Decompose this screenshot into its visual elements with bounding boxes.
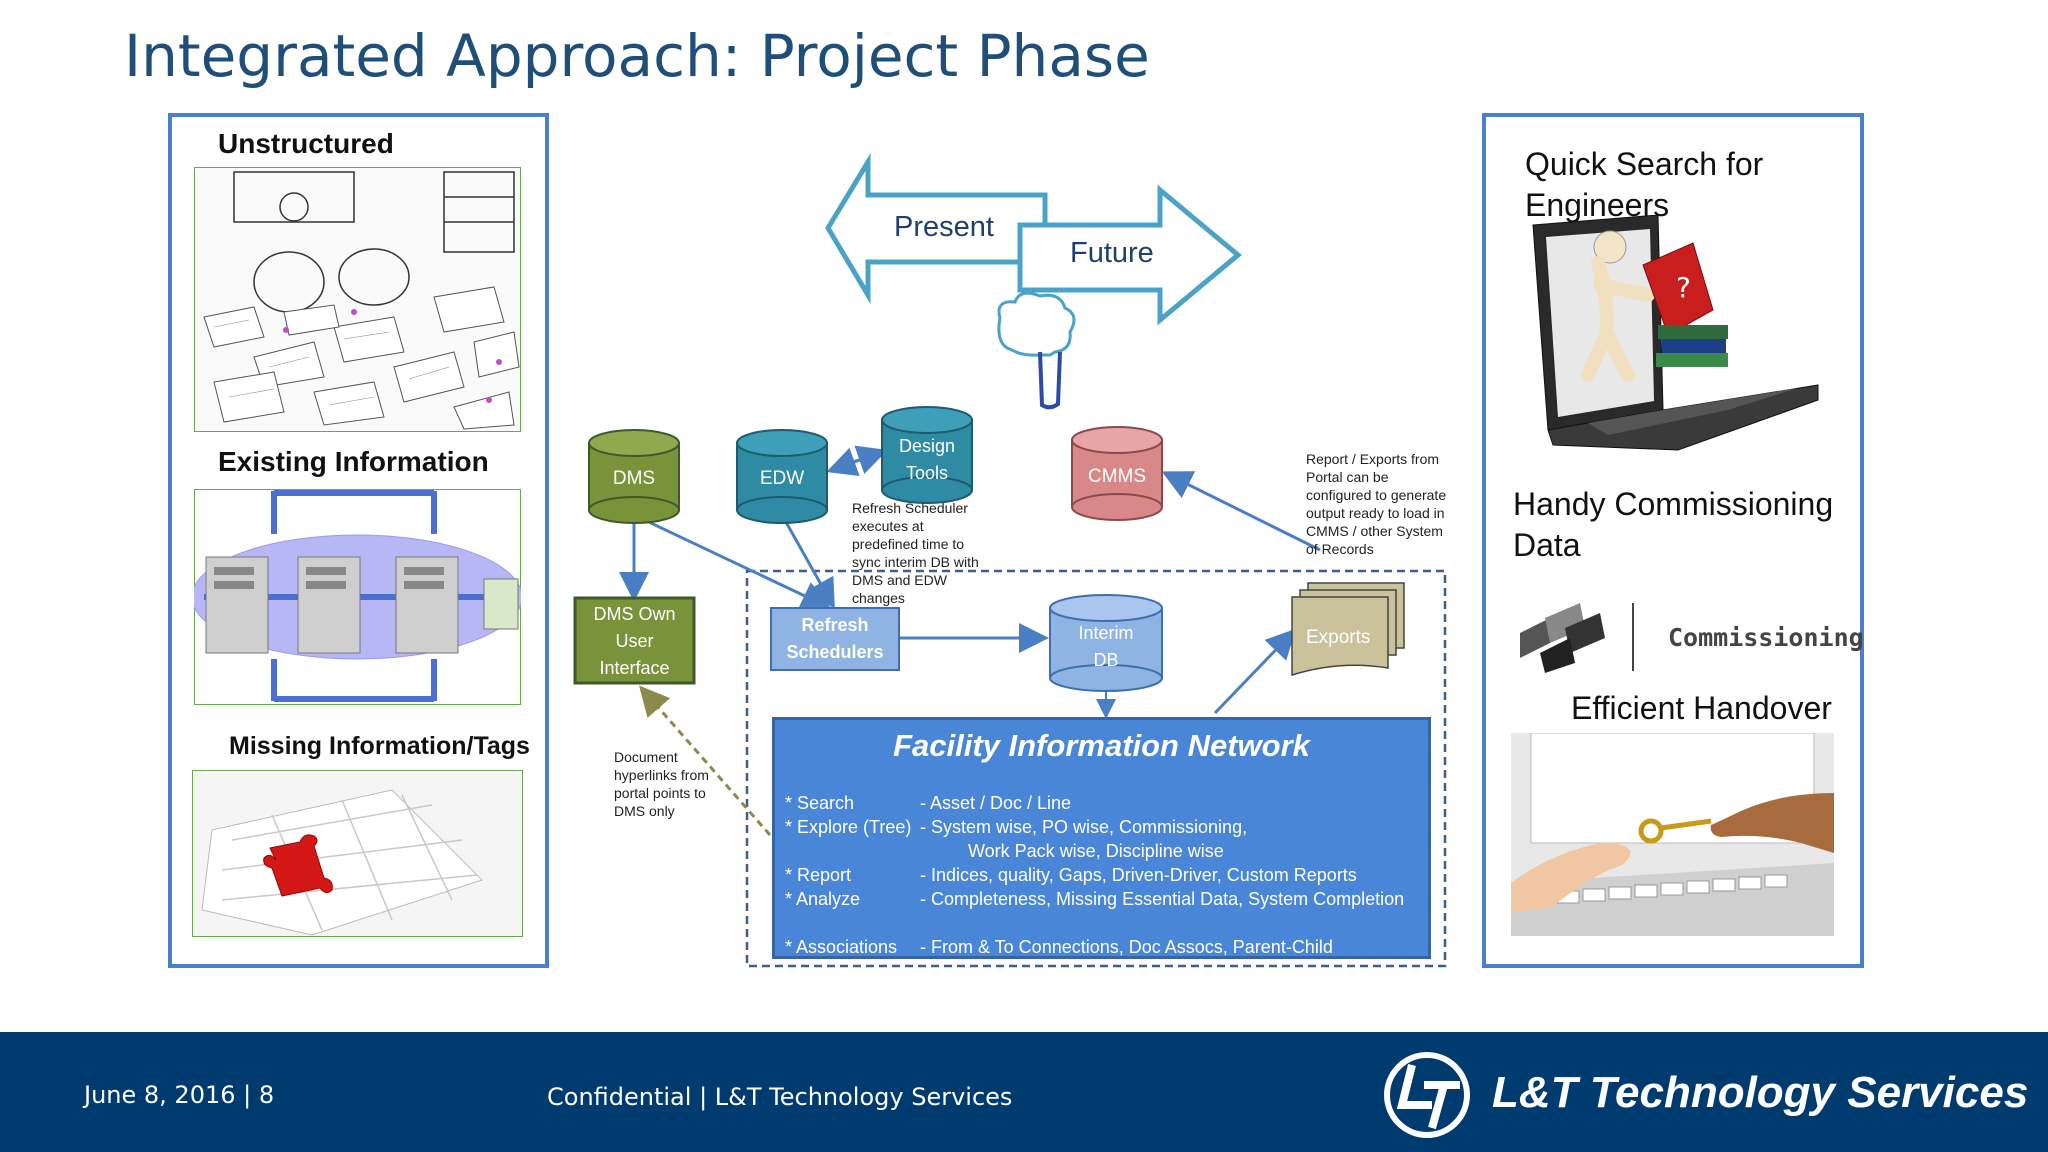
refresh-schedulers-box (770, 607, 900, 671)
architecture-diagram (573, 153, 1447, 968)
handover-key-image (1511, 733, 1834, 936)
edw-database (736, 429, 828, 524)
refresh-schedulers-label: Refresh Schedulers (786, 615, 884, 662)
facility-information-network-box: Facility Information Network * Search - … (772, 717, 1431, 959)
missing-information-heading: Missing Information/Tags (229, 732, 530, 760)
fin-row-desc: Work Pack wise, Discipline wise (968, 841, 1224, 861)
lt-logo-icon (1384, 1052, 1470, 1138)
unstructured-heading: Unstructured (218, 128, 394, 159)
fin-row-desc: - Indices, quality, Gaps, Driven-Driver,… (920, 865, 1357, 885)
fin-row-desc: - Completeness, Missing Essential Data, … (920, 889, 1405, 909)
fin-row-label: * Report (785, 865, 852, 885)
footer-confidential-label: Confidential (547, 1083, 692, 1111)
fin-row-desc: - From & To Connections, Doc Assocs, Par… (920, 937, 1333, 957)
fin-row-label: * Explore (Tree) (785, 817, 912, 837)
footer-date: June 8, 2016 | 8 (84, 1081, 275, 1109)
fin-title: Facility Information Network (893, 728, 1310, 763)
exports-label: Exports (1306, 627, 1371, 648)
fin-row-label: * Associations (785, 937, 898, 957)
footer-brand: L&T Technology Services (1492, 1068, 2029, 1117)
pointer-hand-icon (997, 291, 1076, 410)
design-tools-database (881, 406, 973, 504)
design-tools-label: Design Tools (898, 436, 956, 483)
messy-office-sketch-image (194, 167, 521, 432)
present-label: Present (894, 211, 994, 243)
interim-db-database (1049, 594, 1163, 692)
refresh-scheduler-note: Refresh Scheduler executes at predefined… (852, 500, 979, 606)
handy-commissioning-heading: Handy Commissioning Data (1513, 486, 1834, 563)
efficient-handover-heading: Efficient Handover (1571, 690, 1832, 726)
cmms-label: CMMS (1087, 466, 1147, 487)
server-network-image (194, 489, 521, 705)
dms-database (588, 429, 680, 524)
edw-label: EDW (759, 468, 805, 489)
footer-confidential: Confidential | L&T Technology Services (547, 1083, 1013, 1111)
laptop-books-image: ? (1532, 215, 1819, 451)
document-hyperlinks-note: Document hyperlinks from portal points t… (614, 749, 709, 819)
commissioning-divider (1632, 603, 1634, 671)
exports-document (1291, 582, 1405, 677)
fin-row-label: * Analyze (785, 889, 861, 909)
cmms-database (1071, 426, 1163, 521)
fin-row-label: * Search (785, 793, 855, 813)
commissioning-label: Commissioning (1668, 623, 1864, 652)
interim-db-label: Interim DB (1078, 623, 1134, 670)
future-label: Future (1070, 237, 1154, 269)
dms-ui-box (573, 596, 696, 685)
puzzle-missing-piece-image (192, 770, 523, 937)
footer-date-value: June 8, 2016 (84, 1081, 236, 1109)
existing-information-heading: Existing Information (218, 446, 489, 477)
commissioning-logo-icon (1520, 603, 1605, 673)
report-exports-note: Report / Exports from Portal can be conf… (1306, 451, 1447, 557)
slide-title: Integrated Approach: Project Phase (124, 22, 1150, 90)
fin-row-desc: - System wise, PO wise, Commissioning, (920, 817, 1248, 837)
dms-label: DMS (612, 468, 656, 489)
svg-text:?: ? (1676, 271, 1691, 304)
dms-ui-label: DMS Own User Interface (593, 604, 676, 678)
footer-company: L&T Technology Services (714, 1083, 1013, 1111)
footer-bar (0, 1032, 2048, 1152)
fin-row-desc: - Asset / Doc / Line (920, 793, 1072, 813)
quick-search-heading: Quick Search for Engineers (1525, 146, 1764, 223)
footer-page-number: 8 (258, 1081, 275, 1109)
